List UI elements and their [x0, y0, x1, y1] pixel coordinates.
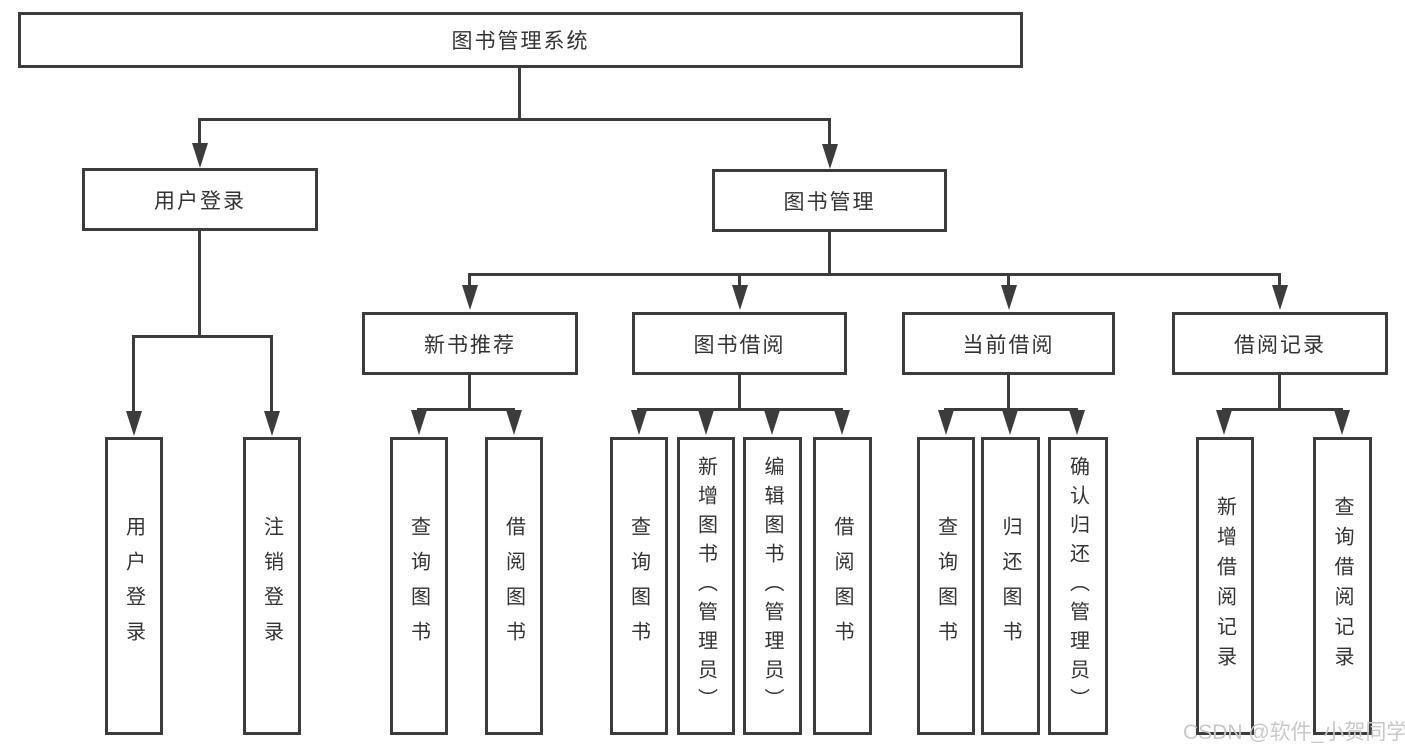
arrow-down-icon: [264, 411, 280, 436]
leaf-borrowing-edit-label: 编辑图书（管理员）: [761, 455, 783, 717]
connector-line: [198, 118, 830, 121]
connector-line: [417, 408, 515, 411]
leaf-newbooks-search-label: 查询图书: [407, 516, 430, 656]
node-borrowing: 图书借阅: [632, 312, 847, 375]
arrow-down-icon: [732, 285, 748, 310]
node-records: 借阅记录: [1172, 312, 1388, 375]
connector-line: [1007, 273, 1010, 286]
arrow-down-icon: [1069, 410, 1085, 435]
leaf-borrowing-edit: 编辑图书（管理员）: [743, 437, 802, 735]
connector-line: [518, 68, 521, 118]
arrow-down-icon: [822, 144, 838, 169]
connector-line: [1222, 408, 1343, 411]
leaf-borrowing-search: 查询图书: [610, 437, 668, 735]
arrow-down-icon: [1002, 410, 1018, 435]
connector-line: [470, 273, 1280, 276]
connector-line: [944, 408, 1078, 411]
connector-line: [1278, 375, 1281, 408]
leaf-current-confirm: 确认归还（管理员）: [1048, 437, 1108, 735]
connector-line: [198, 231, 201, 335]
node-user-login-label: 用户登录: [154, 189, 246, 213]
node-new-books: 新书推荐: [362, 312, 578, 375]
node-new-books-label: 新书推荐: [424, 333, 516, 357]
connector-line: [132, 335, 135, 411]
connector-line: [828, 232, 831, 273]
connector-line: [198, 118, 201, 146]
leaf-borrowing-borrow-label: 借阅图书: [831, 516, 853, 656]
leaf-borrowing-search-label: 查询图书: [627, 516, 650, 656]
leaf-current-search: 查询图书: [917, 437, 975, 735]
node-current-label: 当前借阅: [962, 333, 1055, 357]
connector-line: [738, 273, 741, 286]
connector-line: [1278, 273, 1281, 286]
connector-line: [270, 335, 273, 411]
leaf-borrowing-add-label: 新增图书（管理员）: [694, 455, 717, 717]
arrow-down-icon: [631, 410, 647, 435]
connector-line: [132, 335, 273, 338]
leaf-records-add: 新增借阅记录: [1196, 437, 1254, 735]
leaf-records-add-label: 新增借阅记录: [1213, 496, 1236, 676]
arrow-down-icon: [834, 410, 850, 435]
arrow-down-icon: [698, 410, 714, 435]
leaf-borrowing-borrow: 借阅图书: [813, 437, 872, 735]
connector-line: [738, 375, 741, 408]
arrow-down-icon: [1216, 410, 1232, 435]
leaf-newbooks-borrow: 借阅图书: [485, 437, 543, 735]
connector-line: [828, 118, 831, 146]
leaf-logout-label: 注销登录: [260, 516, 283, 656]
node-user-login: 用户登录: [82, 168, 318, 231]
connector-line: [1007, 375, 1010, 408]
arrow-down-icon: [192, 143, 208, 168]
leaf-current-search-label: 查询图书: [934, 516, 957, 656]
arrow-down-icon: [938, 410, 954, 435]
node-records-label: 借阅记录: [1234, 333, 1326, 357]
node-book-mgmt: 图书管理: [712, 169, 947, 232]
leaf-logout: 注销登录: [243, 437, 301, 735]
leaf-newbooks-borrow-label: 借阅图书: [502, 516, 525, 656]
arrow-down-icon: [764, 410, 780, 435]
leaf-records-search-label: 查询借阅记录: [1331, 496, 1353, 676]
node-book-mgmt-label: 图书管理: [783, 190, 876, 214]
leaf-records-search: 查询借阅记录: [1313, 437, 1372, 735]
arrow-down-icon: [1272, 285, 1288, 310]
arrow-down-icon: [126, 411, 142, 436]
connector-line: [637, 408, 843, 411]
leaf-current-return-label: 归还图书: [999, 516, 1021, 656]
leaf-current-confirm-label: 确认归还（管理员）: [1066, 455, 1089, 717]
arrow-down-icon: [411, 410, 427, 435]
leaf-borrowing-add: 新增图书（管理员）: [677, 437, 735, 735]
leaf-current-return: 归还图书: [981, 437, 1040, 735]
leaf-newbooks-search: 查询图书: [390, 437, 448, 735]
arrow-down-icon: [462, 285, 478, 310]
connector-line: [468, 375, 471, 408]
connector-line: [468, 273, 471, 286]
node-borrowing-label: 图书借阅: [693, 333, 786, 357]
leaf-user-login-label: 用户登录: [122, 516, 145, 656]
node-root-label: 图书管理系统: [451, 30, 590, 53]
arrow-down-icon: [506, 410, 522, 435]
node-current: 当前借阅: [902, 312, 1115, 375]
node-root: 图书管理系统: [18, 12, 1023, 68]
arrow-down-icon: [1334, 410, 1350, 435]
leaf-user-login: 用户登录: [105, 437, 163, 735]
arrow-down-icon: [1001, 285, 1017, 310]
csdn-watermark: CSDN @软件_小贺同学: [1183, 721, 1405, 744]
